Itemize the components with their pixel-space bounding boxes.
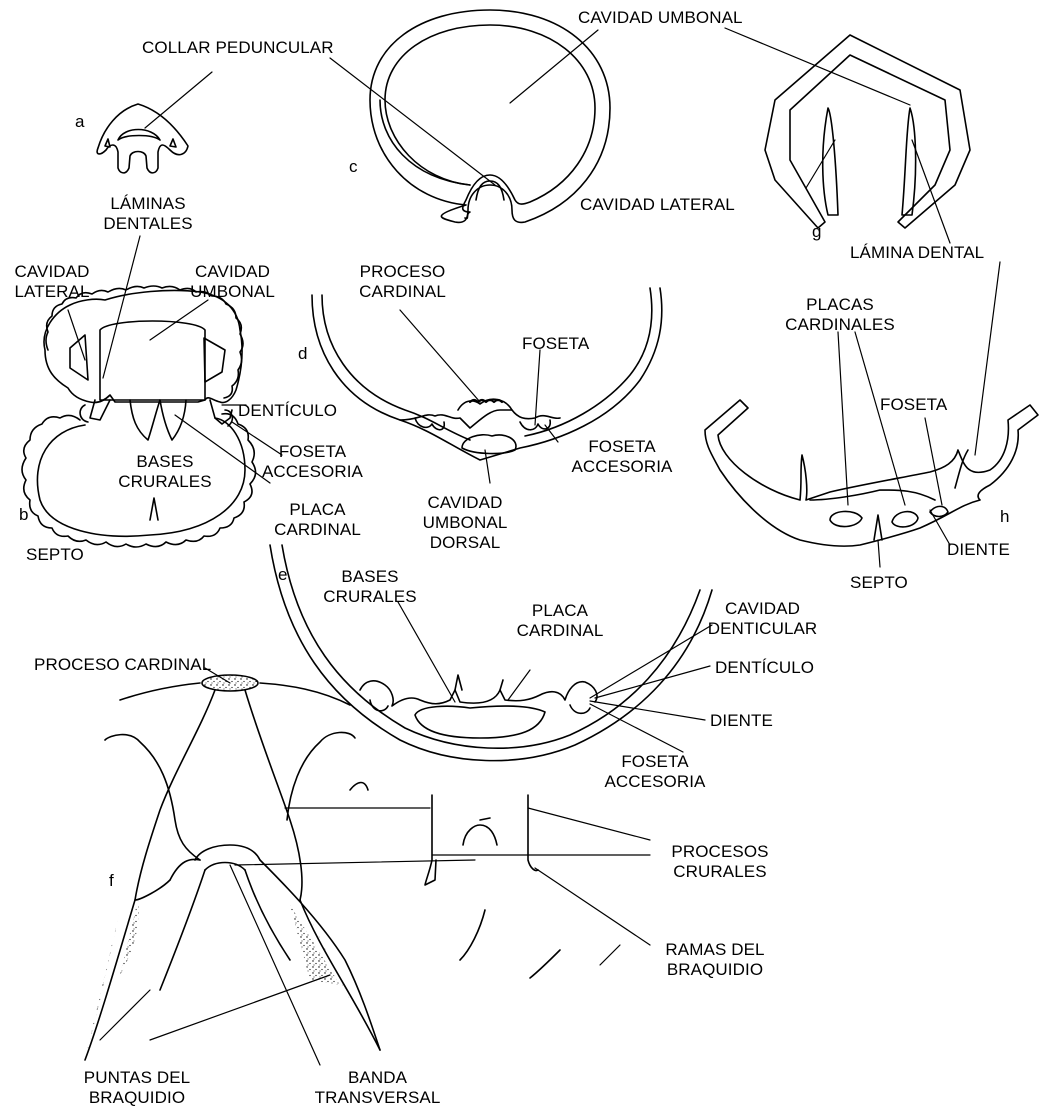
- label-septo-h: SEPTO: [850, 573, 908, 593]
- label-proceso-cardinal-d: PROCESO CARDINAL: [350, 262, 455, 302]
- label-cavidad-umbonal-b: CAVIDAD UMBONAL: [180, 262, 285, 302]
- label-diente-e: DIENTE: [710, 711, 773, 731]
- panel-letter-b: b: [19, 505, 28, 525]
- label-cavidad-umbonal-dorsal: CAVIDAD UMBONAL DORSAL: [410, 493, 520, 553]
- section-b: [22, 286, 256, 547]
- panel-letter-d: d: [298, 344, 307, 364]
- label-denticulo-b: DENTÍCULO: [238, 401, 337, 421]
- section-h: [705, 400, 1038, 546]
- crural-processes-detail: [425, 795, 560, 978]
- panel-letter-e: e: [278, 565, 287, 585]
- label-lamina-dental: LÁMINA DENTAL: [850, 243, 984, 263]
- label-laminas-dentales: LÁMINAS DENTALES: [88, 194, 208, 234]
- label-cavidad-lateral-b: CAVIDAD LATERAL: [6, 262, 98, 302]
- label-cavidad-denticular: CAVIDAD DENTICULAR: [685, 599, 840, 639]
- panel-letter-c: c: [349, 157, 358, 177]
- label-diente-h: DIENTE: [947, 540, 1010, 560]
- label-collar-peduncular: COLLAR PEDUNCULAR: [142, 38, 334, 58]
- label-denticulo-e: DENTÍCULO: [715, 658, 814, 678]
- section-a: [97, 104, 188, 173]
- label-banda-transversal: BANDA TRANSVERSAL: [300, 1068, 455, 1108]
- leader-lines: [68, 28, 1000, 1065]
- label-placa-cardinal-e: PLACA CARDINAL: [505, 601, 615, 641]
- label-septo-b: SEPTO: [26, 545, 84, 565]
- label-placas-cardinales: PLACAS CARDINALES: [780, 295, 900, 335]
- label-placa-cardinal-b: PLACA CARDINAL: [260, 500, 375, 540]
- label-bases-crurales-e: BASES CRURALES: [315, 567, 425, 607]
- panel-letter-f: f: [109, 871, 114, 891]
- label-procesos-crurales: PROCESOS CRURALES: [655, 842, 785, 882]
- label-ramas-del-braquidio: RAMAS DEL BRAQUIDIO: [650, 940, 780, 980]
- label-cavidad-lateral-g: CAVIDAD LATERAL: [580, 195, 735, 215]
- label-bases-crurales-b: BASES CRURALES: [90, 452, 240, 492]
- section-f: [85, 675, 490, 1060]
- label-foseta-accesoria-e: FOSETA ACCESORIA: [590, 752, 720, 792]
- label-puntas-del-braquidio: PUNTAS DEL BRAQUIDIO: [62, 1068, 212, 1108]
- panel-letter-h: h: [1000, 507, 1009, 527]
- section-d: [312, 288, 662, 460]
- label-foseta-accesoria-b: FOSETA ACCESORIA: [250, 442, 375, 482]
- panel-letter-g: g: [812, 222, 821, 242]
- panel-letter-a: a: [75, 112, 84, 132]
- section-g: [765, 35, 970, 228]
- label-proceso-cardinal-f: PROCESO CARDINAL: [34, 655, 211, 675]
- label-foseta-accesoria-d: FOSETA ACCESORIA: [562, 437, 682, 477]
- label-foseta-h: FOSETA: [880, 395, 947, 415]
- label-cavidad-umbonal-top: CAVIDAD UMBONAL: [578, 8, 743, 28]
- label-foseta-d: FOSETA: [522, 334, 589, 354]
